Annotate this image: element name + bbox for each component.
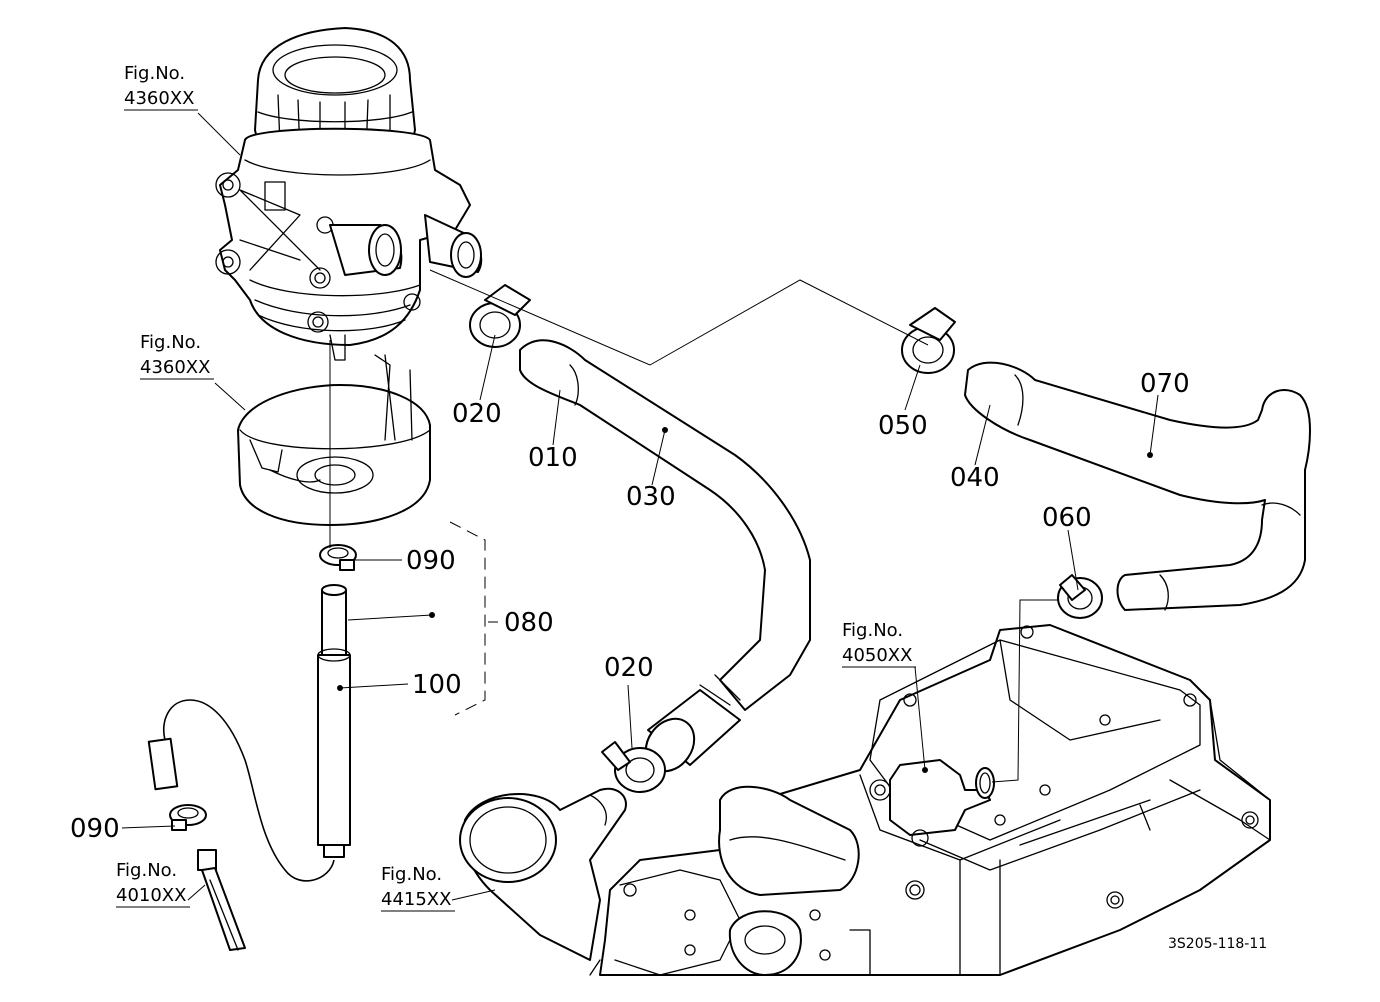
callout-040: 040 [950,463,1000,493]
svg-text:Fig.No.: Fig.No. [842,620,903,641]
svg-text:4415XX: 4415XX [381,889,451,910]
clamp-050 [901,307,956,374]
dust-cup-drawing [237,354,431,526]
figure-reference-4360-top: Fig.No. 4360XX [124,63,198,111]
svg-text:4050XX: 4050XX [842,645,912,666]
callout-020-top: 020 [452,399,502,429]
callout-090-top: 090 [406,546,456,576]
callout-010: 010 [528,443,578,473]
clamp-090-top [319,544,357,571]
clamp-020-top [469,284,531,348]
svg-text:Fig.No.: Fig.No. [124,63,185,84]
intake-elbow-drawing [459,787,627,961]
document-id: 3S205-118-11 [1168,936,1267,952]
callout-030: 030 [626,482,676,512]
air-cleaner-drawing [215,27,483,361]
svg-text:4360XX: 4360XX [140,357,210,378]
figure-reference-4360-mid: Fig.No. 4360XX [140,332,214,380]
leader-lines [121,112,1159,901]
hose-030 [519,339,811,773]
svg-text:Fig.No.: Fig.No. [140,332,201,353]
svg-text:Fig.No.: Fig.No. [381,864,442,885]
hose-070 [964,361,1311,611]
callout-050: 050 [878,411,928,441]
callout-090-left: 090 [70,814,120,844]
figure-reference-4010: Fig.No. 4010XX [116,860,190,908]
figure-reference-4415: Fig.No. 4415XX [381,864,455,912]
engine-head-drawing [589,624,1271,976]
callout-080: 080 [504,608,554,638]
callout-070: 070 [1140,369,1190,399]
callout-060: 060 [1042,503,1092,533]
figure-reference-4050: Fig.No. 4050XX [842,620,916,668]
clamp-090-left [169,804,207,831]
svg-text:4360XX: 4360XX [124,88,194,109]
breather-tube [147,584,351,951]
clamp-020-bottom [601,741,666,793]
clamp-060 [1057,574,1103,619]
svg-text:Fig.No.: Fig.No. [116,860,177,881]
callout-100: 100 [412,670,462,700]
svg-text:4010XX: 4010XX [116,885,186,906]
callout-020-bottom: 020 [604,653,654,683]
